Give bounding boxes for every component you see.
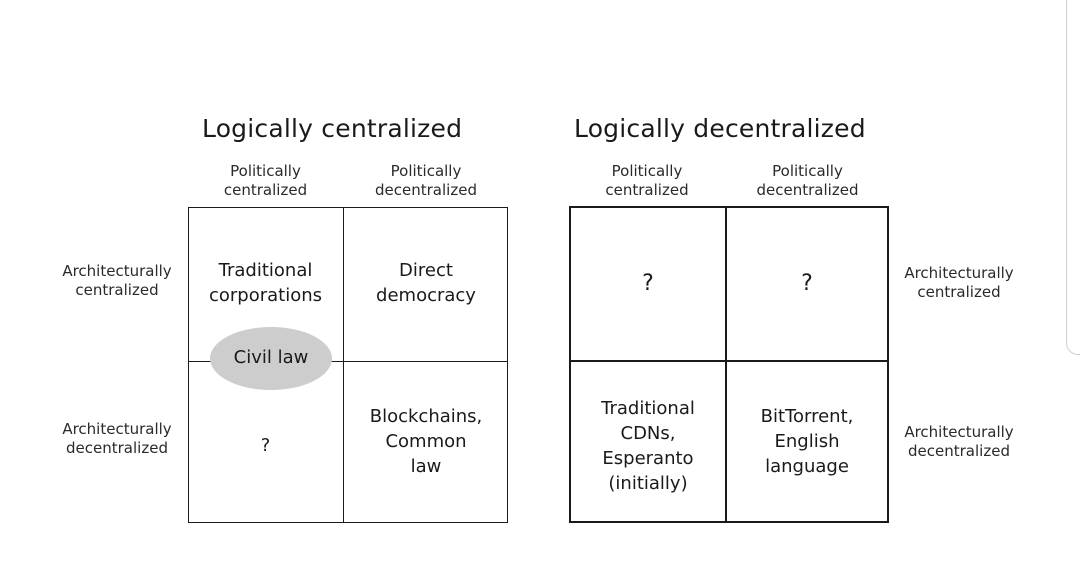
right-col-header-political-centralized: Politically centralized [605, 162, 689, 199]
right-grid-bottom-border [569, 521, 889, 523]
left-cell-traditional-corporations: Traditional corporations [208, 260, 323, 306]
left-cell-direct-democracy: Direct democracy [376, 260, 476, 306]
left-grid-vertical-divider [343, 207, 344, 523]
left-grid-horizontal-divider [188, 361, 508, 362]
right-grid-right-border [887, 206, 889, 523]
left-grid-bottom-border [188, 522, 508, 523]
right-cell-question-mark-2: ? [801, 271, 813, 296]
left-grid-left-border [188, 207, 189, 523]
right-grid-horizontal-divider [569, 360, 889, 362]
right-panel-title: Logically decentralized [574, 114, 866, 143]
civil-law-label: Civil law [233, 347, 309, 368]
left-grid-top-border [188, 207, 508, 208]
left-col-header-political-centralized: Politically centralized [223, 162, 308, 199]
left-panel-title: Logically centralized [202, 114, 463, 143]
civil-law-ellipse [210, 327, 332, 390]
right-grid-top-border [569, 206, 889, 208]
side-panel-frame [1066, 0, 1080, 355]
right-col-header-political-decentralized: Politically decentralized [756, 162, 859, 199]
left-cell-blockchains-common-law: Blockchains, Common law [369, 406, 483, 477]
left-grid-right-border [507, 207, 508, 523]
right-grid-left-border [569, 206, 571, 523]
left-row-header-arch-decentralized: Architecturally decentralized [62, 420, 172, 457]
left-row-header-arch-centralized: Architecturally centralized [62, 262, 172, 299]
right-cell-traditional-cdns: Traditional CDNs, Esperanto (initially) [601, 398, 695, 494]
left-col-header-political-decentralized: Politically decentralized [375, 162, 477, 199]
left-cell-question-mark: ? [260, 435, 271, 456]
right-cell-bittorrent-english: BitTorrent, English language [760, 406, 854, 477]
right-grid-vertical-divider [725, 206, 727, 523]
right-row-header-arch-decentralized: Architecturally decentralized [904, 423, 1014, 460]
right-row-header-arch-centralized: Architecturally centralized [904, 264, 1014, 301]
right-cell-question-mark-1: ? [642, 271, 654, 296]
